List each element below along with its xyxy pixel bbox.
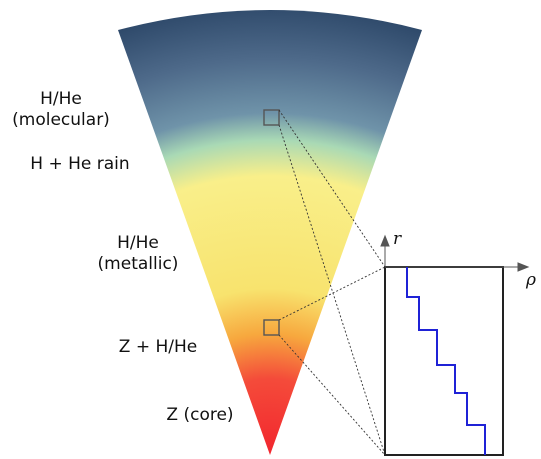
axis-label-r: r [393,229,402,249]
planet-sector [118,10,422,455]
label-mix: Z + H/He [118,337,198,357]
axis-label-rho: ρ [526,270,536,290]
density-step-profile [406,267,486,455]
zoom-box-upper [263,109,280,126]
label-core: Z (core) [166,405,234,425]
inset-axes [380,234,530,272]
label-molecular: H/He (molecular) [12,89,110,130]
label-rain: H + He rain [30,154,130,174]
zoom-box-lower [263,319,280,336]
connector-lines [278,109,386,456]
inset-frame [384,266,504,456]
label-metallic: H/He (metallic) [97,233,179,274]
